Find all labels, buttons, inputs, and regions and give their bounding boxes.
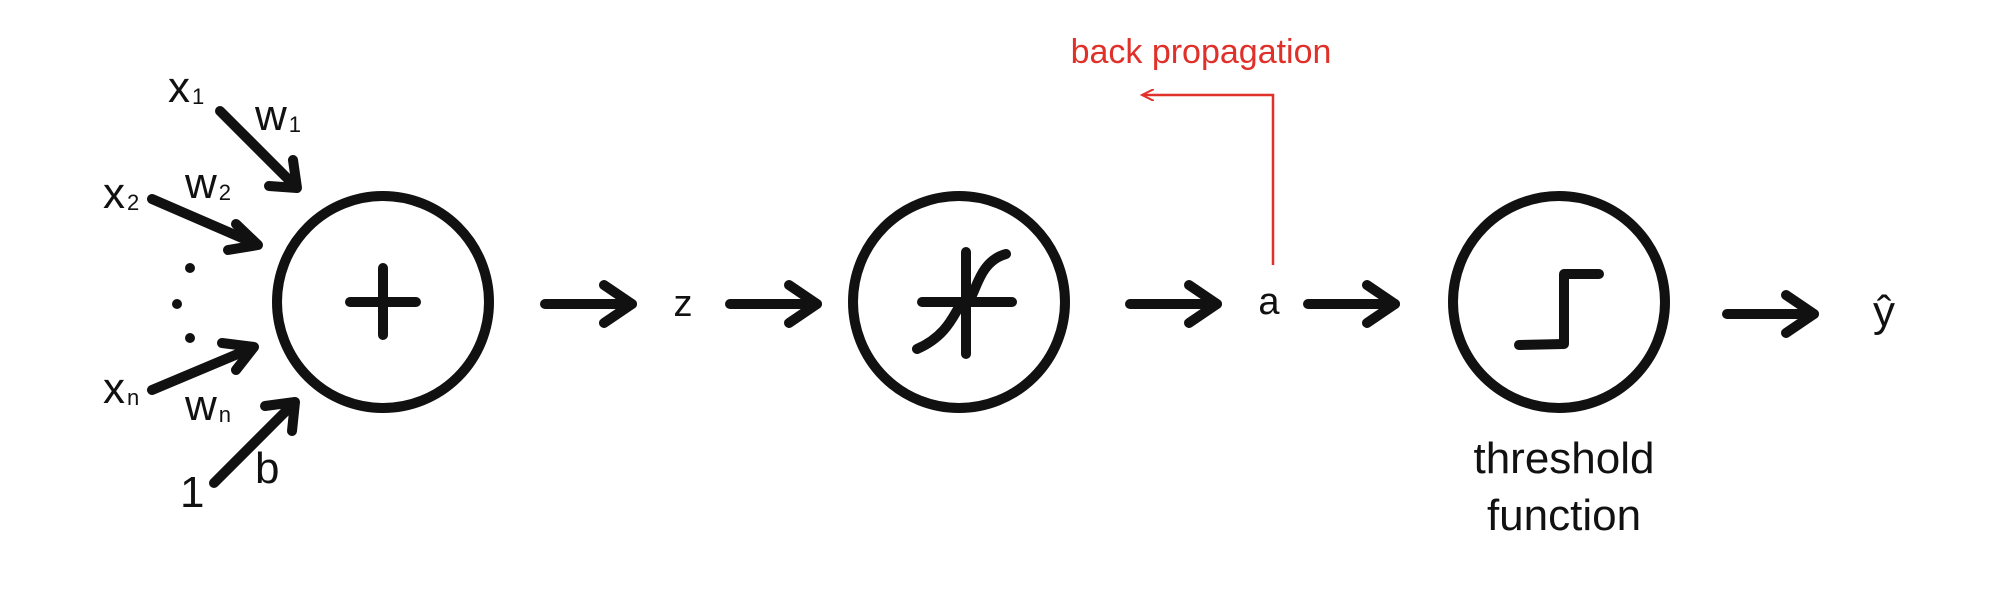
input-x2-label: x2 <box>103 169 139 218</box>
threshold-label-line2: function <box>1487 491 1641 540</box>
arrow-activation-to-a <box>1125 280 1222 328</box>
input-arrow-x1 <box>215 106 302 193</box>
back-propagation-arrow <box>1142 95 1275 265</box>
bias-weight-label: b <box>255 444 279 493</box>
weight-w1-label: w1 <box>254 91 301 140</box>
sigmoid-icon <box>912 247 1017 359</box>
input-x1-label: x1 <box>168 63 204 112</box>
summation-node <box>272 191 494 413</box>
vertical-ellipsis-icon <box>172 263 195 343</box>
arrow-a-to-threshold <box>1303 280 1400 328</box>
step-function-icon <box>1514 269 1604 350</box>
arrow-z-to-activation <box>725 280 822 328</box>
z-label: z <box>674 283 693 325</box>
bias-input-label: 1 <box>180 468 204 517</box>
input-xn-label: xn <box>103 364 139 413</box>
threshold-label-line1: threshold <box>1473 434 1654 483</box>
weight-w2-label: w2 <box>184 159 231 208</box>
back-propagation-label: back propagation <box>1071 33 1332 71</box>
arrow-sum-to-z <box>540 280 637 328</box>
input-arrow-bias <box>209 397 300 488</box>
y-hat-label: ŷ <box>1873 287 1895 336</box>
input-arrow-xn <box>147 338 259 395</box>
weight-wn-label: wn <box>184 381 231 430</box>
arrow-threshold-to-yhat <box>1722 290 1819 338</box>
a-label: a <box>1258 281 1280 323</box>
threshold-node <box>1448 191 1670 413</box>
activation-node <box>848 191 1070 413</box>
input-arrow-x2 <box>147 194 263 255</box>
plus-icon <box>345 263 421 340</box>
